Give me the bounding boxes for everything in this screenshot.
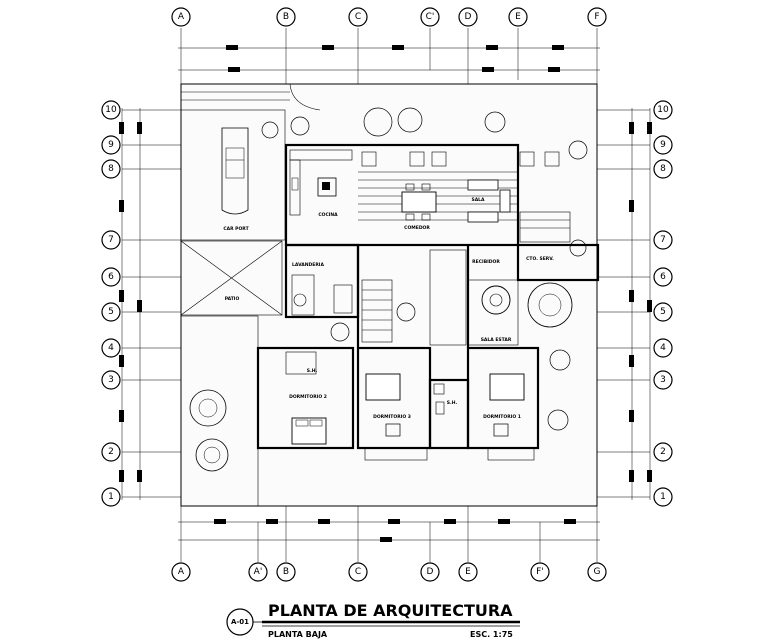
sheet-number: A-01: [231, 618, 249, 626]
axis-left-1: 1: [108, 492, 114, 502]
axis-top-c-prime: C': [426, 12, 435, 22]
axis-left-10: 10: [105, 105, 117, 115]
axis-left-2: 2: [108, 447, 114, 457]
axis-right-9: 9: [660, 140, 666, 150]
axis-top-c: C: [355, 12, 361, 22]
room-label-dining: COMEDOR: [404, 225, 430, 231]
garden-planters: [361, 151, 571, 243]
axis-left-4: 4: [108, 343, 114, 353]
axis-left-8: 8: [108, 164, 114, 174]
room-label-family: SALA ESTAR: [481, 337, 512, 343]
left-axis-markers: 10 9 8 7 6 5 4 3 2 1: [101, 100, 121, 507]
axis-left-5: 5: [108, 307, 114, 317]
axis-bottom-c: C: [355, 567, 361, 577]
axis-right-6: 6: [660, 272, 666, 282]
drawing-scale: ESC. 1:75: [470, 630, 513, 639]
axis-right-2: 2: [660, 447, 666, 457]
axis-top-d: D: [465, 12, 472, 22]
drawing-title: PLANTA DE ARQUITECTURA: [268, 601, 513, 620]
axis-bottom-d: D: [427, 567, 434, 577]
room-label-patio: PATIO: [225, 296, 240, 302]
room-label-living: SALA: [471, 197, 485, 203]
axis-bottom-g: G: [594, 567, 601, 577]
top-axis-markers: A B C C' D E F: [171, 7, 607, 27]
axis-left-6: 6: [108, 272, 114, 282]
room-label-bedroom-2: DORMITORIO 2: [289, 394, 327, 400]
room-label-laundry: LAVANDERIA: [292, 262, 324, 268]
bottom-axis-markers: A A' B C D E F' G: [171, 562, 607, 582]
site-boundary: [180, 83, 598, 507]
axis-bottom-b: B: [283, 567, 289, 577]
dimension-lines: [119, 45, 652, 542]
room-label-bath-2: S.H.: [307, 368, 318, 374]
bedroom-furniture: [285, 351, 525, 445]
room-label-kitchen: COCINA: [318, 212, 338, 218]
axis-left-3: 3: [108, 375, 114, 385]
axis-right-1: 1: [660, 492, 666, 502]
room-label-foyer: RECIBIDOR: [472, 259, 500, 265]
axis-bottom-f-prime: F': [536, 567, 544, 577]
title-block: A-01 PLANTA DE ARQUITECTURA PLANTA BAJA …: [226, 601, 520, 639]
room-label-bedroom-1: DORMITORIO 1: [483, 414, 521, 420]
room-label-bedroom-3: DORMITORIO 3: [373, 414, 411, 420]
axis-right-10: 10: [657, 105, 669, 115]
room-label-service: CTO. SERV.: [526, 256, 554, 262]
dining-living-area: [358, 171, 518, 223]
axis-right-3: 3: [660, 375, 666, 385]
kitchen-area: [289, 149, 353, 216]
room-labels: CAR PORT COCINA SALA COMEDOR LAVANDERIA …: [223, 197, 554, 420]
axis-bottom-a-prime: A': [254, 567, 263, 577]
axis-top-b: B: [283, 12, 289, 22]
axis-right-5: 5: [660, 307, 666, 317]
landscape-trees: [261, 107, 588, 431]
drawing-subtitle: PLANTA BAJA: [268, 630, 328, 639]
axis-left-9: 9: [108, 140, 114, 150]
axis-right-7: 7: [660, 235, 666, 245]
family-room: [467, 279, 573, 346]
laundry-stairs: [291, 249, 467, 346]
axis-bottom-a: A: [178, 567, 185, 577]
axis-top-a: A: [178, 12, 185, 22]
axis-bottom-e: E: [465, 567, 471, 577]
axis-top-e: E: [515, 12, 521, 22]
patio-area: [180, 240, 283, 316]
right-axis-markers: 10 9 8 7 6 5 4 3 2 1: [653, 100, 673, 507]
axis-right-8: 8: [660, 164, 666, 174]
axis-left-7: 7: [108, 235, 114, 245]
axis-top-f: F: [594, 12, 599, 22]
axis-right-4: 4: [660, 343, 666, 353]
room-label-carport: CAR PORT: [223, 226, 249, 232]
room-label-bath-1: S.H.: [447, 400, 458, 406]
front-walk: [364, 447, 535, 461]
